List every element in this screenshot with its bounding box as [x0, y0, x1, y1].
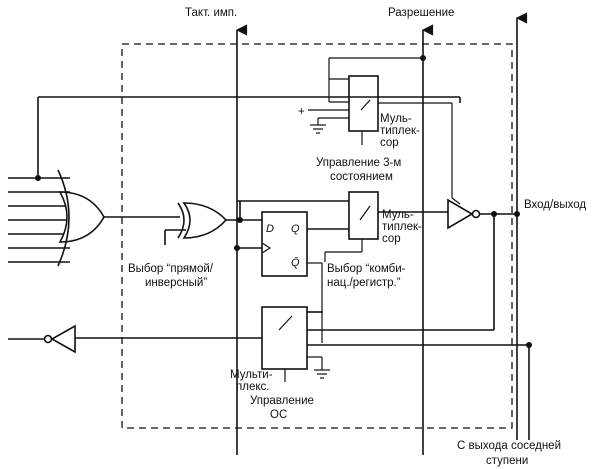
- enable-label: Разрешение: [388, 7, 454, 19]
- fb-ctrl-label-1: Управление: [250, 395, 314, 407]
- ff-qn-label: Q̄: [291, 256, 300, 269]
- mux-top-label-1: Муль-: [380, 113, 412, 125]
- mux-fb-label-1: Мульти-: [230, 369, 273, 381]
- tri-ctrl-label-2: состоянием: [330, 171, 393, 183]
- mux-mid-label-1: Муль-: [382, 209, 414, 221]
- sel-mode-label-2: нац./регистр.”: [327, 277, 401, 289]
- sel-polarity-label-2: инверсный”: [145, 277, 207, 289]
- ff-d-label: D: [266, 223, 274, 235]
- from-next-label-2: ступени: [486, 455, 528, 467]
- top-multiplexer: [348, 75, 379, 132]
- mux-top-label-2: типлек-: [380, 125, 420, 137]
- or-gate: [58, 191, 105, 243]
- macrocell-boundary: [121, 43, 513, 429]
- mux-mid-label-2: типлек-: [382, 221, 422, 233]
- io-label: Вход/выход: [524, 199, 586, 211]
- xor-gate: [182, 202, 228, 239]
- feedback-buffer: [50, 324, 76, 354]
- tristate-buffer: [447, 198, 474, 230]
- fb-multiplexer: [261, 306, 308, 370]
- ff-q-label: Q: [291, 223, 300, 235]
- sel-mode-label-1: Выбор “комби-: [327, 263, 406, 275]
- plus-sign: +: [298, 106, 305, 118]
- d-flip-flop: [261, 211, 308, 277]
- sel-polarity-label-1: Выбор “прямой/: [128, 263, 214, 275]
- mux-mid-label-3: сор: [382, 233, 401, 245]
- tri-ctrl-label-1: Управление 3-м: [316, 157, 401, 169]
- mid-multiplexer: [348, 191, 379, 240]
- mux-top-label-3: сор: [380, 137, 399, 149]
- from-next-label-1: С выхода соседней: [457, 440, 561, 452]
- fb-ctrl-label-2: ОС: [270, 409, 287, 421]
- mux-fb-label-2: плекс.: [236, 381, 269, 393]
- clock-label: Такт. имп.: [185, 7, 237, 19]
